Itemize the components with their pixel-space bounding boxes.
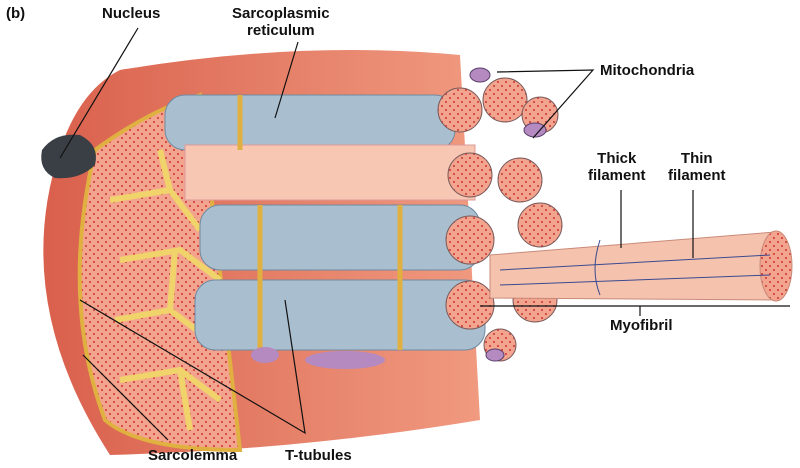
leader-lines (59, 27, 790, 441)
myofibril-bundle (164, 94, 486, 369)
label-thin-filament: Thin filament (668, 150, 726, 184)
myofibril-ends (437, 77, 563, 362)
protruding-myofibril (489, 230, 793, 302)
nucleus-shape (41, 134, 96, 179)
label-mitochondria: Mitochondria (600, 62, 695, 79)
label-thick-filament: Thick filament (588, 150, 646, 184)
label-thin-line1: Thin (680, 150, 713, 167)
label-nucleus: Nucleus (102, 5, 161, 22)
label-thick-line1: Thick (597, 150, 637, 167)
label-myofibril: Myofibril (610, 317, 673, 334)
t-tubule-network (109, 149, 222, 431)
label-sarcolemma: Sarcolemma (148, 447, 238, 464)
label-t-tubules: T-tubules (285, 447, 352, 464)
label-sarcoplasmic-reticulum: Sarcoplasmic reticulum (232, 5, 330, 39)
label-thick-line2: filament (588, 167, 646, 184)
label-thin-line2: filament (668, 167, 726, 184)
label-sarcoplasmic-line1: Sarcoplasmic (232, 5, 330, 22)
label-sarcoplasmic-line2: reticulum (247, 22, 315, 39)
panel-label: (b) (6, 5, 26, 22)
